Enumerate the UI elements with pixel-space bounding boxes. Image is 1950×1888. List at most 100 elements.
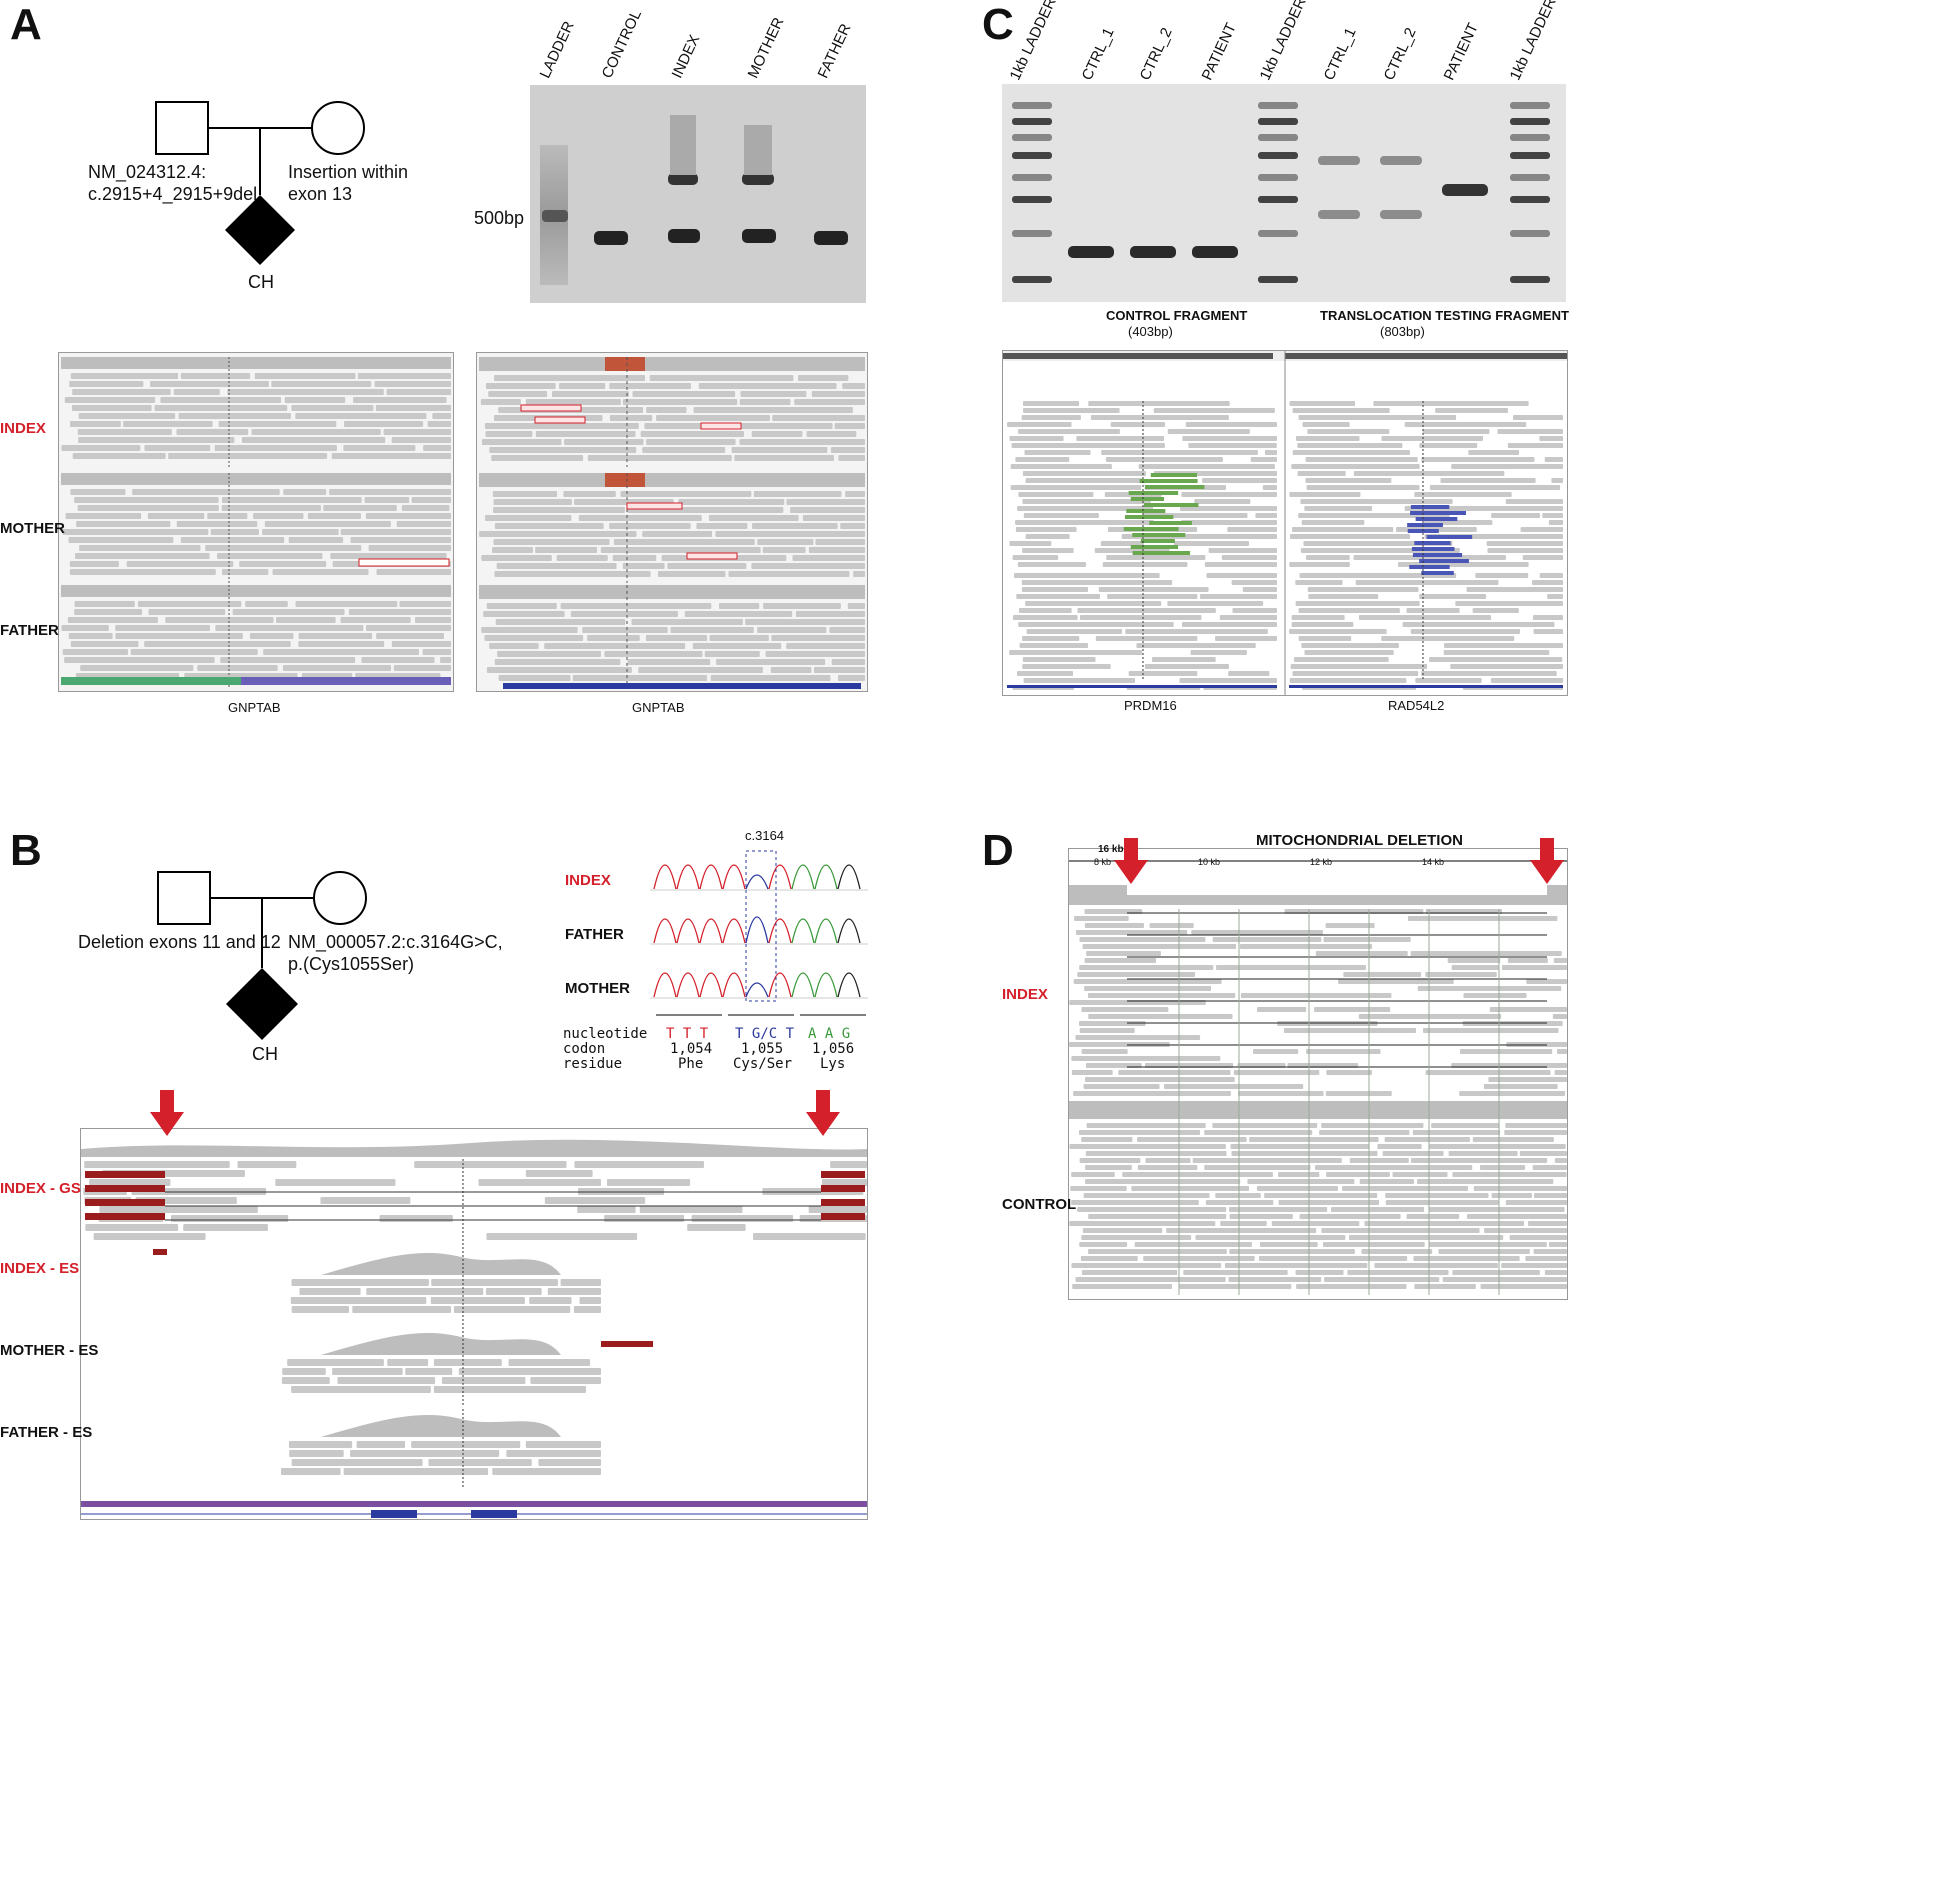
read [1297, 471, 1346, 476]
read [494, 523, 604, 529]
read [1208, 548, 1277, 553]
read [1166, 1228, 1317, 1233]
read [1525, 1256, 1567, 1261]
read [1475, 573, 1529, 578]
read [491, 455, 584, 461]
read [498, 675, 571, 681]
read [1330, 1207, 1425, 1212]
read [1014, 573, 1160, 578]
read [1554, 1158, 1567, 1163]
read [830, 1161, 867, 1168]
read [1551, 478, 1563, 483]
read [1348, 1235, 1504, 1240]
insert-read [358, 558, 450, 567]
read [1229, 1207, 1328, 1212]
read [535, 431, 636, 437]
read [84, 1161, 230, 1168]
read [1079, 1242, 1128, 1247]
read [1447, 958, 1501, 963]
read [1444, 643, 1563, 648]
gel-a-lane-father: FATHER [814, 21, 855, 81]
mother-symbol [311, 101, 365, 155]
read [77, 505, 219, 511]
gene-track [503, 683, 861, 689]
read [178, 413, 291, 419]
read [1489, 1007, 1567, 1012]
read [1431, 1123, 1500, 1128]
soft-clip-read [1128, 491, 1179, 495]
read [497, 651, 601, 657]
read [1264, 450, 1277, 455]
read [1349, 1158, 1409, 1163]
read [282, 665, 392, 671]
read [453, 1306, 571, 1313]
ladder-band [1510, 276, 1550, 283]
read [716, 659, 826, 665]
read [1289, 401, 1356, 406]
igv-d-tick-14: 14 kb [1422, 857, 1445, 867]
read [1533, 1249, 1567, 1254]
read [352, 1306, 452, 1313]
read [1185, 422, 1277, 427]
read [811, 391, 865, 397]
read [217, 553, 323, 559]
read [1202, 478, 1277, 483]
read [1232, 608, 1277, 613]
read [853, 571, 865, 577]
read [197, 665, 278, 671]
read [1018, 492, 1094, 497]
read [64, 657, 215, 663]
gene-track [1289, 685, 1563, 688]
read [1324, 1277, 1440, 1282]
igv-a-right-reads [479, 357, 865, 689]
soft-clip-read [1145, 485, 1205, 489]
read [1098, 587, 1209, 592]
read [1073, 1091, 1231, 1096]
read [790, 507, 865, 513]
read [1450, 664, 1563, 669]
read [1296, 1284, 1407, 1289]
read [1295, 580, 1343, 585]
read [1025, 601, 1162, 606]
read [1325, 1091, 1392, 1096]
read [214, 445, 337, 451]
read [1083, 1193, 1210, 1198]
read [276, 617, 336, 623]
read [68, 537, 174, 543]
read [386, 389, 451, 395]
sanger-peak [676, 864, 700, 890]
ladder-band [1510, 118, 1550, 125]
father-variant-b: Deletion exons 11 and 12 [78, 932, 281, 952]
read [578, 515, 702, 521]
read [1076, 436, 1165, 441]
read [739, 399, 791, 405]
read [1079, 1028, 1135, 1033]
ladder-band [1012, 230, 1052, 237]
read [210, 529, 259, 535]
read [1192, 1158, 1342, 1163]
read [1082, 944, 1237, 949]
read [1075, 1277, 1226, 1282]
read [115, 625, 211, 631]
read [612, 555, 657, 561]
read [1440, 478, 1536, 483]
ladder-band [1258, 102, 1298, 109]
split-read [85, 1171, 165, 1178]
sanger-peak [791, 972, 815, 998]
read [1308, 594, 1379, 599]
read [708, 515, 799, 521]
read [1256, 1186, 1339, 1191]
split-read [85, 1213, 165, 1220]
read [183, 1224, 268, 1231]
read [1472, 608, 1519, 613]
read [1023, 513, 1099, 518]
read [830, 447, 865, 453]
discordant-read [520, 404, 582, 412]
read [1017, 506, 1153, 511]
read [344, 421, 424, 427]
read [1414, 1284, 1476, 1289]
read [1284, 1028, 1417, 1033]
read [215, 625, 364, 631]
gene-track [1007, 685, 1277, 688]
read [165, 617, 274, 623]
